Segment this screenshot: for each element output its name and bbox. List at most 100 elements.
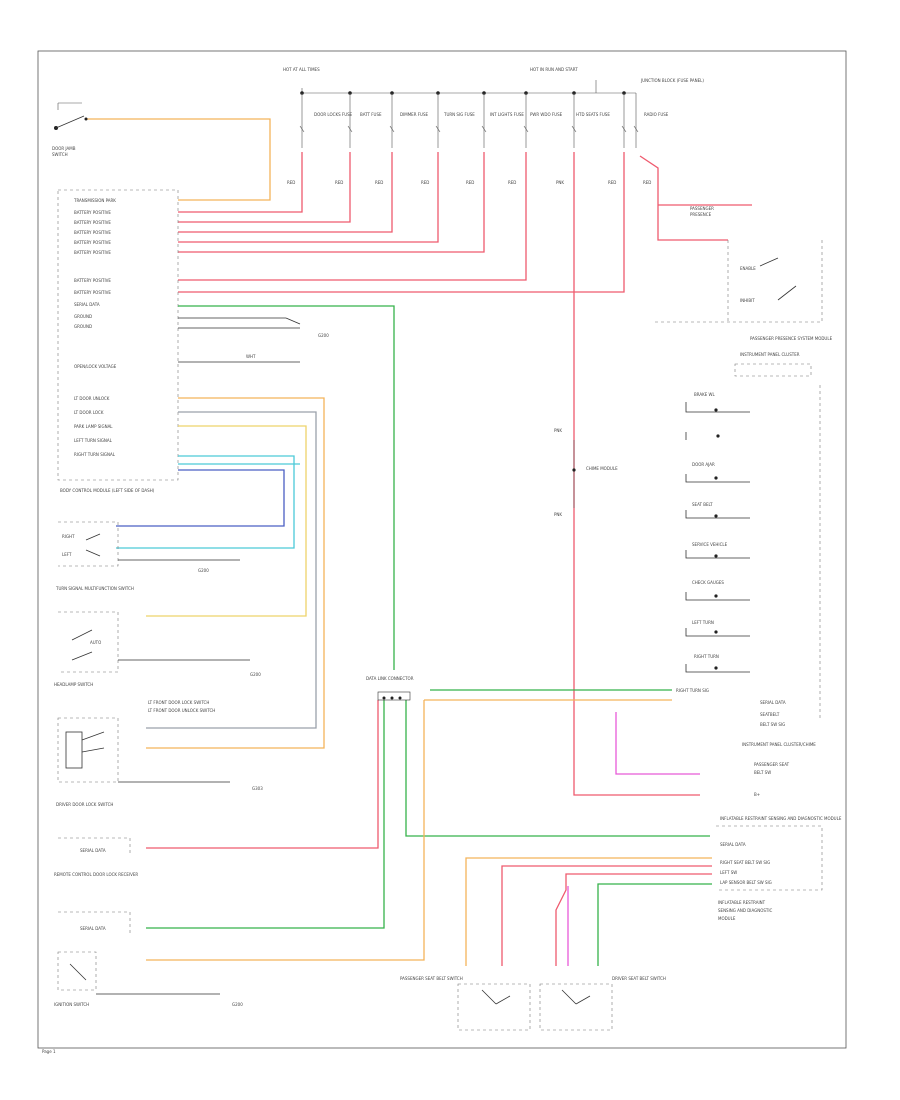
svg-text:PRESENCE: PRESENCE [690,212,712,217]
indicator-left-turn: LEFT TURN [685,620,750,637]
door-lock-switch: LT FRONT DOOR LOCK SWITCH LT FRONT DOOR … [56,700,263,807]
turn-signal-switch: RIGHT LEFT G200 TURN SIGNAL MULTIFUNCTIO… [55,521,240,591]
remote-receiver: SERIAL DATA SERIAL DATA REMOTE CONTROL D… [54,837,138,936]
fuse-6: PWR WDO FUSE RED [508,91,563,185]
yellow-signal-wires [146,425,307,617]
pass-presence-label: PASSENGER PRESENCE SYSTEM MODULE [750,336,833,341]
svg-text:RIGHT: RIGHT [62,534,75,539]
seat-drv-label: DRIVER SEAT BELT SWITCH [612,976,666,981]
svg-text:BELT SW: BELT SW [754,770,771,775]
door-jamb-switch: DOOR JAMB SWITCH [52,102,88,157]
svg-text:BATTERY POSITIVE: BATTERY POSITIVE [74,220,111,225]
fuse-label: DOOR LOCKS FUSE [314,112,353,117]
svg-text:G200: G200 [318,333,329,338]
fuse-1: DOOR LOCKS FUSE RED [287,91,353,185]
svg-text:RIGHT TURN SIGNAL: RIGHT TURN SIGNAL [74,452,116,457]
svg-text:WHT: WHT [246,354,256,359]
svg-text:SEATBELT: SEATBELT [760,712,780,717]
fuse-4: TURN SIG FUSE RED [421,91,475,185]
fuse-9: RADIO FUSE RED [633,93,669,185]
fuse-bus: HOT AT ALL TIMES HOT IN RUN AND START JU… [283,67,704,94]
svg-text:RED: RED [375,180,383,185]
svg-text:LEFT: LEFT [62,552,72,557]
headlamp-switch: AUTO G200 HEADLAMP SWITCH [54,611,261,687]
bcm-label: BODY CONTROL MODULE (LEFT SIDE OF DASH) [60,488,155,493]
svg-text:BELT SW SIG: BELT SW SIG [760,722,785,727]
red-receiver-wire [146,700,379,849]
svg-text:RIGHT TURN: RIGHT TURN [694,654,719,659]
fuse-label: PWR WDO FUSE [530,112,563,117]
svg-text:PASSENGER: PASSENGER [690,206,714,211]
svg-text:RED: RED [466,180,474,185]
svg-text:G200: G200 [198,568,209,573]
fuse-7: HTD SEATS FUSE PNK [556,91,610,185]
fuse-columns: DOOR LOCKS FUSE RED BATT FUSE RED DIMMER… [287,91,669,185]
ignition-label: IGNITION SWITCH [54,1002,89,1007]
instrument-cluster: INSTRUMENT PANEL CLUSTER BRAKE WL DOOR A… [676,352,821,797]
chime-module: CHIME MODULE PNK PNK [554,428,618,517]
svg-text:PARK LAMP SIGNAL: PARK LAMP SIGNAL [74,424,113,429]
indicator-door-ajar: DOOR AJAR [685,462,750,483]
headlamp-label: HEADLAMP SWITCH [54,682,93,687]
indicator-right-turn: RIGHT TURN [685,654,750,673]
svg-text:LT DOOR UNLOCK: LT DOOR UNLOCK [74,396,110,401]
svg-text:BATTERY POSITIVE: BATTERY POSITIVE [74,290,111,295]
svg-text:BATTERY POSITIVE: BATTERY POSITIVE [74,278,111,283]
svg-text:RED: RED [508,180,516,185]
svg-text:INFLATABLE RESTRAINT: INFLATABLE RESTRAINT [718,900,766,905]
bcm-ground-wires: G200 WHT [178,317,329,363]
indicator-check-gauges: CHECK GAUGES [685,580,750,601]
svg-text:RED: RED [421,180,429,185]
svg-text:DOOR JAMB: DOOR JAMB [52,146,76,151]
svg-text:G200: G200 [232,1002,243,1007]
chime-label: CHIME MODULE [586,466,618,471]
magenta-wire [615,712,700,775]
green-data-wires [146,305,710,929]
indicator-brake: BRAKE WL [685,392,750,413]
svg-text:RIGHT TURN SIG: RIGHT TURN SIG [676,688,709,693]
seatbelt-wires [465,857,712,966]
svg-text:OPEN/LOCK VOLTAGE: OPEN/LOCK VOLTAGE [74,364,117,369]
svg-text:LAP SENSOR BELT SW SIG: LAP SENSOR BELT SW SIG [720,880,772,885]
svg-text:RIGHT SEAT BELT SW SIG: RIGHT SEAT BELT SW SIG [720,860,770,865]
diagram-border [37,50,847,1049]
svg-text:BATTERY POSITIVE: BATTERY POSITIVE [74,250,111,255]
fuse-label: INT LIGHTS FUSE [490,112,524,117]
svg-text:LT FRONT DOOR UNLOCK SWITCH: LT FRONT DOOR UNLOCK SWITCH [148,708,215,713]
svg-text:RED: RED [608,180,616,185]
svg-text:GROUND: GROUND [74,324,92,329]
turn-signal-wires [116,455,300,549]
orange-signal-wires [146,397,672,961]
passenger-seatbelt-switch: PASSENGER SEAT BELT SWITCH [400,976,531,1031]
svg-text:PASSENGER SEAT: PASSENGER SEAT [754,762,790,767]
red-feed-wires [178,152,752,796]
svg-text:SERIAL DATA: SERIAL DATA [720,842,746,847]
sdm-label: INFLATABLE RESTRAINT SENSING AND DIAGNOS… [720,816,842,821]
data-link-connector: DATA LINK CONNECTOR [366,676,414,701]
door-lock-label: DRIVER DOOR LOCK SWITCH [56,802,113,807]
gray-signal-wires [146,411,317,729]
svg-text:LEFT TURN SIGNAL: LEFT TURN SIGNAL [74,438,113,443]
fuse-5: INT LIGHTS FUSE RED [466,91,524,185]
svg-text:LEFT TURN: LEFT TURN [692,620,714,625]
indicator-service: SERVICE VEHICLE [685,542,750,559]
hot-at-all-times-label: HOT AT ALL TIMES [283,67,320,72]
fuse-label: BATT FUSE [360,112,382,117]
driver-seatbelt-switch: DRIVER SEAT BELT SWITCH [539,976,666,1031]
svg-text:ENABLE: ENABLE [740,266,756,271]
fuse-label: HTD SEATS FUSE [576,112,610,117]
svg-text:PNK: PNK [554,512,562,517]
svg-text:BATTERY POSITIVE: BATTERY POSITIVE [74,230,111,235]
svg-text:AUTO: AUTO [90,640,101,645]
turn-sig-label: TURN SIGNAL MULTIFUNCTION SWITCH [55,586,134,591]
svg-text:B+: B+ [754,792,760,797]
svg-text:SERIAL DATA: SERIAL DATA [74,302,100,307]
svg-text:RED: RED [287,180,295,185]
svg-text:LEFT SW: LEFT SW [720,870,737,875]
orange-top-wire [86,118,271,201]
remote-label: REMOTE CONTROL DOOR LOCK RECEIVER [54,872,138,877]
svg-text:SERIAL DATA: SERIAL DATA [80,926,106,931]
fuse-2: BATT FUSE RED [335,91,382,185]
svg-text:G303: G303 [252,786,263,791]
